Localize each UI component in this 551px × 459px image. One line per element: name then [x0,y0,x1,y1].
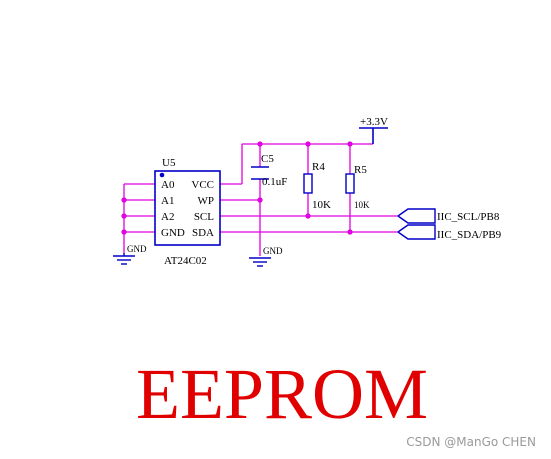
gnd-label-cap: GND [263,246,283,256]
net-scl-label: IIC_SCL/PB8 [437,211,500,223]
chip-pin-a2-label: A2 [161,211,174,223]
chip-pin-gnd-label: GND [161,227,185,239]
chip-pin-wp-label: WP [198,195,215,207]
ground-symbol-left [113,253,135,265]
ground-symbol-cap [249,257,271,267]
junction-dots [121,141,353,235]
capacitor-c5 [251,166,269,180]
net-sda-label: IIC_SDA/PB9 [437,229,502,241]
power-symbol [359,127,388,144]
chip-part-number: AT24C02 [164,255,207,267]
resistor-r5 [345,173,355,194]
chip-pin-sda-label: SDA [192,227,214,239]
gnd-label-left: GND [127,244,147,254]
resistor-r4 [303,173,313,194]
chip-pin-a1-label: A1 [161,195,174,207]
chip-pin-scl-label: SCL [194,211,214,223]
r4-value-label: 10K [312,199,331,211]
r4-ref-label: R4 [312,161,325,173]
watermark: CSDN @ManGo CHEN [406,435,536,449]
chip-pin-vcc-label: VCC [191,179,214,191]
net-port-sda [397,224,436,240]
cap-ref-label: C5 [261,153,274,165]
net-port-scl [397,208,436,224]
chip-u5 [154,170,221,246]
r5-value-label: 10K [354,200,370,210]
r5-ref-label: R5 [354,164,367,176]
power-label: +3.3V [360,116,388,128]
chip-ref-label: U5 [162,157,176,169]
chip-pin-a0-label: A0 [161,179,175,191]
page-title: EEPROM [136,354,428,434]
cap-value-label: 0.1uF [262,176,287,188]
